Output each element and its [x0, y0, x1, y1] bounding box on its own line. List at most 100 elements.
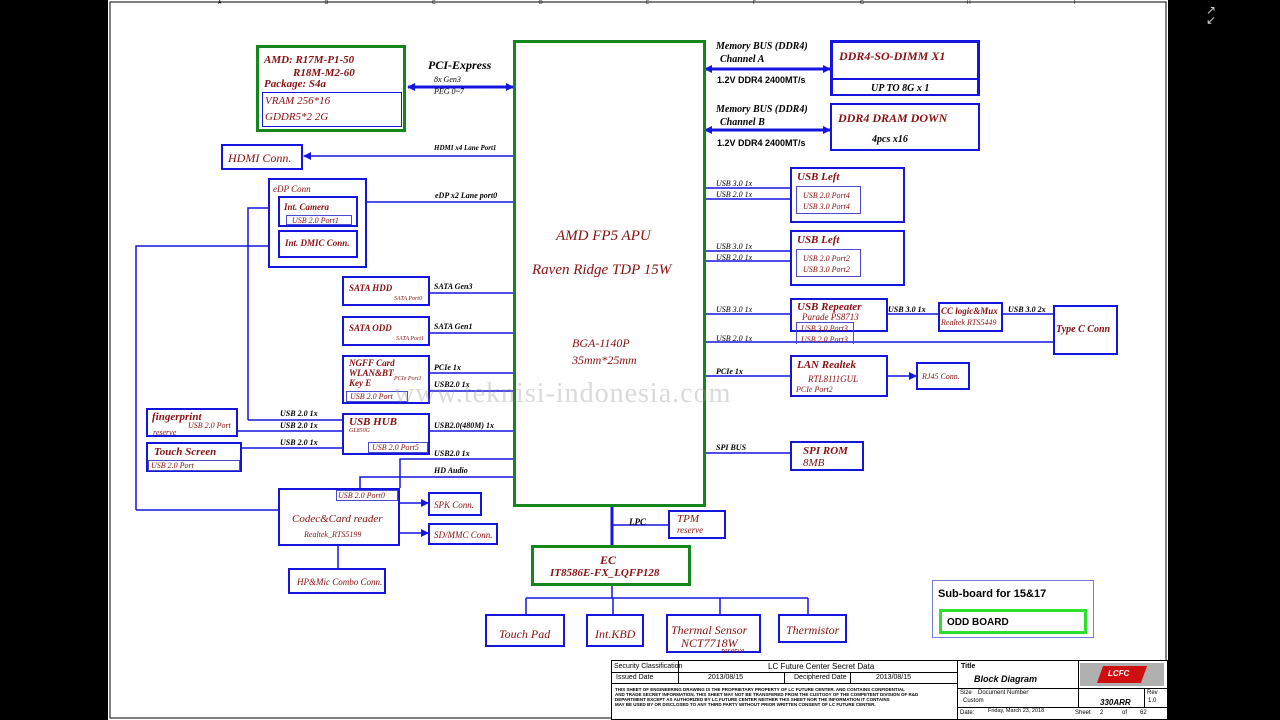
ruler-letter: B: [325, 0, 329, 6]
usb-left2-bus2: USB 2.0 1x: [716, 253, 753, 262]
rj45-label: RJ45 Conn.: [922, 372, 960, 381]
sd-block: SD/MMC Conn.: [428, 523, 498, 545]
title-value: Block Diagram: [974, 674, 1038, 684]
expand-icon[interactable]: ↗: [1206, 3, 1217, 17]
tpm-title: TPM: [677, 513, 699, 525]
hdmi-bus: HDMI x4 Lane Port1: [434, 144, 497, 152]
ngff-block: NGFF Card WLAN&BT Key E PCIe Port1 USB 2…: [342, 355, 430, 404]
vram-box: VRAM 256*16 GDDR5*2 2G: [262, 92, 402, 127]
usb-left2-bus1: USB 3.0 1x: [716, 242, 753, 251]
edp-bus: eDP x2 Lane port0: [435, 191, 498, 200]
dmic-block: Int. DMIC Conn.: [278, 230, 358, 258]
usbhub-in1: USB 2.0 1x: [280, 409, 318, 418]
pcie-label: PCI-Express: [428, 58, 492, 72]
ec-title: EC: [600, 553, 617, 567]
usb-rep-port3b-label: USB 2.0 Port3: [801, 335, 848, 344]
usb-rep-sub: Parade PS8713: [802, 312, 859, 322]
fingerprint-block: fingerprint USB 2.0 Port reserve: [146, 408, 238, 437]
odd-port: SATA Port1: [396, 336, 425, 342]
usb-left1-title: USB Left: [797, 171, 840, 183]
usb-left1-block: USB Left USB 2.0 Port4 USB 3.0 Port4: [790, 167, 905, 223]
spk-label: SPK Conn.: [434, 500, 475, 510]
hdd-bus: SATA Gen3: [434, 282, 473, 291]
tpm-block: TPM reserve: [668, 510, 726, 539]
lan-block: LAN Realtek RTL8111GUL PCIe Port2: [790, 355, 888, 397]
date-label: Date:: [960, 710, 975, 716]
gpu-line3: Package: S4a: [264, 78, 327, 90]
spi-title: SPI ROM: [803, 445, 848, 457]
ngff-usb-label: USB 2.0 Port: [350, 392, 393, 401]
touchpad-label: Touch Pad: [499, 627, 551, 641]
ngff-bus2: USB2.0 1x: [434, 380, 470, 389]
usb-left2-port1: USB 2.0 Port2: [803, 254, 850, 263]
usbhub-block: USB HUB GL850G USB 2.0 Port5: [342, 413, 430, 455]
odd-board-label: ODD BOARD: [947, 617, 1009, 628]
usbhub-port: USB 2.0 Port5: [368, 442, 428, 453]
usb-rep-bus2: USB 2.0 1x: [716, 334, 753, 343]
dimm-sub: UP TO 8G x 1: [871, 83, 930, 94]
typec-label: Type C Conn: [1056, 324, 1111, 335]
ngff-port: PCIe Port1: [394, 376, 422, 382]
ruler-letter: E: [646, 0, 650, 6]
lcfc-logo: LCFC: [1080, 663, 1164, 686]
ngff-usb: USB 2.0 Port: [346, 391, 408, 402]
tpm-sub: reserve: [677, 525, 704, 535]
subboard-title: Sub-board for 15&17: [938, 588, 1047, 600]
camera-label: Int. Camera: [284, 202, 330, 212]
hdd-port: SATA Port0: [394, 296, 423, 302]
touchscreen-block: Touch Screen USB 2.0 Port: [146, 442, 242, 472]
cc-out: USB 3.0 2x: [1008, 305, 1046, 314]
lan-title: LAN Realtek: [797, 359, 856, 371]
apu-line2: Raven Ridge TDP 15W: [532, 262, 672, 278]
ruler-letter: F: [753, 0, 757, 6]
ngff-t1: NGFF Card: [349, 358, 395, 368]
lan-bus: PCIe 1x: [716, 367, 743, 376]
issued-label: Issued Date: [616, 674, 654, 681]
ruler-letter: C: [432, 0, 436, 6]
size-label: Size: [960, 690, 972, 696]
odd-board-box: ODD BOARD: [939, 609, 1087, 634]
hd-audio-bus: HD Audio: [434, 466, 468, 475]
finger-port: USB 2.0 Port: [188, 421, 231, 430]
of-label: of: [1122, 710, 1128, 716]
cc-title: CC logic&Mux: [941, 306, 998, 316]
usbhub-title: USB HUB: [349, 416, 397, 428]
touch-port-label: USB 2.0 Port: [151, 461, 194, 470]
spi-bus: SPI BUS: [716, 443, 747, 452]
thermal-line2: NCT7718W: [681, 636, 738, 650]
hp-block: HP&Mic Combo Conn.: [288, 568, 386, 594]
usb-left2-block: USB Left USB 2.0 Port2 USB 3.0 Port2: [790, 230, 905, 286]
spk-block: SPK Conn.: [428, 492, 482, 516]
odd-title: SATA ODD: [349, 323, 392, 333]
watermark: www.teknisi-indonesia.com: [394, 378, 732, 409]
usb-left1-port1: USB 2.0 Port4: [803, 191, 850, 200]
codec-port: USB 2.0 Port0: [336, 490, 398, 501]
thermal-line3: reserve: [721, 646, 745, 655]
apu-line4: 35mm*25mm: [572, 353, 637, 367]
dram-block: DDR4 DRAM DOWN 4pcs x16: [830, 103, 980, 151]
ruler-letter: I: [1074, 0, 1076, 6]
touch-port: USB 2.0 Port: [148, 460, 240, 471]
mem-b-channel: Channel B: [720, 117, 765, 128]
ruler-letter: G: [860, 0, 864, 6]
sec-value: LC Future Center Secret Data: [768, 662, 875, 671]
mem-b-bus: Memory BUS (DDR4): [716, 104, 808, 115]
codec-sub: Realtek_RTS5199: [304, 530, 362, 539]
usb-rep-title: USB Repeater: [797, 301, 862, 313]
codec-block: USB 2.0 Port0 Codec&Card reader Realtek_…: [278, 488, 400, 546]
usbhub-sub: GL850G: [349, 428, 371, 434]
title-block-security: Security Classification LC Future Center…: [611, 660, 959, 720]
touchpad-block: Touch Pad: [485, 614, 565, 647]
rev-label: Rev: [1147, 690, 1158, 696]
collapse-icon[interactable]: ↙: [1206, 13, 1217, 27]
lan-port: PCIe Port2: [796, 385, 833, 394]
kbd-block: Int.KBD: [586, 614, 644, 647]
odd-bus: SATA Gen1: [434, 322, 473, 331]
usbhub-in3: USB 2.0 1x: [280, 438, 318, 447]
of-value: 62: [1140, 710, 1147, 716]
logo-text: LCFC: [1108, 669, 1130, 678]
gpu-line2: R18M-M2-60: [293, 67, 355, 79]
usb-repeater-block: USB Repeater Parade PS8713 USB 3.0 Port3…: [790, 298, 888, 344]
sd-label: SD/MMC Conn.: [434, 530, 493, 540]
codec-port-label: USB 2.0 Port0: [338, 491, 385, 500]
